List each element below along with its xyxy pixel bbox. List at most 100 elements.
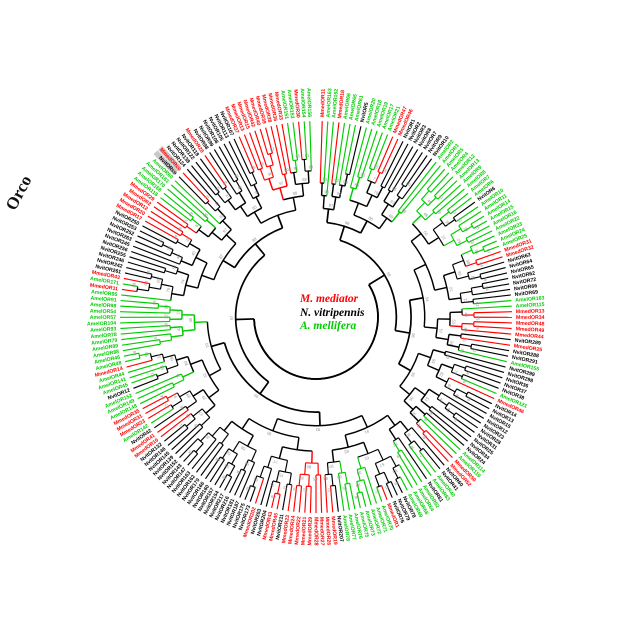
leaf-label: MmedOR11 [90, 283, 119, 293]
support-value: 33 [356, 470, 362, 476]
support-value: 63 [143, 280, 149, 286]
leaf-label: MmedOR22 [294, 516, 302, 545]
support-value: 78 [452, 369, 459, 376]
leaf-label: AmelOR61 [354, 95, 365, 122]
leaf-label: MmedOR34 [516, 315, 545, 321]
support-value: 72 [463, 298, 469, 304]
support-value: 45 [475, 316, 480, 321]
leaf-label: NvitOR261 [95, 264, 122, 276]
support-value: 53 [451, 320, 456, 325]
support-value: 43 [190, 250, 197, 257]
support-value: 61 [363, 455, 370, 462]
support-value: 97 [328, 464, 334, 470]
support-value: 38 [475, 325, 480, 330]
support-value: 33 [451, 209, 458, 216]
support-value: 96 [267, 171, 274, 177]
leaf-label: AmelOR91 [90, 296, 117, 304]
support-value: 34 [153, 336, 159, 342]
support-value: 22 [163, 313, 168, 318]
leaf-label: AmelOR152 [331, 88, 340, 118]
support-value: 98 [178, 404, 185, 411]
support-value: 71 [269, 482, 275, 488]
leaf-label: AmelOR98 [90, 302, 117, 309]
leaf-label: AmelOR115 [516, 302, 545, 310]
leaf-label: AmelOR153 [286, 89, 295, 119]
support-value: 97 [279, 180, 285, 186]
support-value: 58 [401, 207, 408, 214]
leaf-label: MmedOR19 [330, 516, 338, 545]
leaf-label: AmelOR66 [343, 93, 353, 120]
support-value: 73 [381, 167, 388, 174]
support-value: 83 [309, 164, 315, 169]
leaf-label: MmedOR48 [516, 321, 545, 328]
leaf-label: MmedOR49 [515, 326, 544, 334]
support-value: 96 [324, 189, 330, 194]
support-value: 37 [253, 189, 260, 196]
support-value: 79 [292, 487, 298, 492]
leaf-label: NvitOR66 [514, 283, 538, 292]
species-legend: M. mediator N. vitripennis A. mellifera [300, 293, 365, 334]
support-value: 24 [415, 423, 422, 430]
leaf-label: MmedOR25 [513, 343, 542, 353]
support-value: 61 [475, 302, 480, 308]
leaf-label: AmelOR48 [95, 360, 122, 372]
support-value: 97 [229, 315, 234, 320]
support-value: 25 [474, 224, 481, 231]
support-value: 81 [408, 445, 415, 452]
support-value: 70 [165, 287, 171, 293]
support-value: 57 [378, 462, 385, 469]
leaf-label: NvitOR72 [513, 277, 537, 287]
leaf-label: NvitOR69 [514, 289, 538, 298]
leaf-label: AmelOR57 [90, 315, 116, 321]
support-value: 83 [354, 182, 360, 188]
leaf-label: AmelOR171 [90, 276, 120, 287]
support-value: 89 [251, 236, 258, 243]
support-value: 93 [152, 299, 157, 305]
support-value: 74 [180, 278, 186, 284]
leaf-label: NvitOR288 [512, 349, 539, 359]
support-value: 45 [236, 184, 243, 191]
support-value: 51 [171, 264, 177, 271]
orco-label-text: Orco [1, 172, 36, 214]
support-value: 94 [322, 476, 328, 481]
support-value: 54 [235, 469, 242, 476]
support-value: 81 [302, 488, 307, 493]
leaf-label: NvitOR65 [510, 264, 534, 275]
support-value: 95 [252, 392, 259, 399]
leaf-label: MmedOR24 [288, 515, 297, 544]
support-value: 85 [404, 432, 411, 439]
support-value: 99 [421, 434, 428, 441]
support-value: 51 [423, 396, 430, 403]
support-value: 57 [156, 352, 162, 358]
support-value: 77 [372, 176, 379, 183]
support-value: 59 [131, 282, 137, 288]
support-value: 83 [298, 476, 304, 481]
orco-clade-annotation: Orco [2, 165, 36, 223]
support-value: 60 [405, 181, 412, 188]
support-value: 99 [409, 371, 416, 378]
support-value: 74 [465, 369, 471, 376]
support-value: 99 [385, 271, 392, 278]
leaf-label: MmedOR11 [320, 89, 327, 118]
support-value: 29 [456, 238, 463, 245]
support-value: 87 [163, 402, 170, 409]
support-value: 81 [361, 171, 368, 177]
leaf-label: AmelOR54 [90, 309, 116, 316]
leaf-label: MmedOR23 [281, 515, 291, 544]
support-value: 53 [143, 351, 149, 357]
support-value: 99 [163, 304, 168, 310]
leaf-label: MmedOR30 [292, 89, 301, 118]
support-value: 54 [424, 297, 430, 303]
support-value: 90 [266, 430, 273, 437]
leaf-label: AmelOR154 [299, 88, 307, 118]
leaf-label: AmelOR78 [90, 332, 117, 340]
support-value: 37 [374, 488, 381, 495]
support-value: 99 [457, 270, 463, 277]
support-value: 95 [341, 485, 347, 491]
support-value: 86 [306, 464, 311, 469]
support-value: 81 [305, 153, 311, 158]
support-value: 39 [436, 208, 443, 215]
orco-highlight [158, 145, 182, 172]
support-value: 23 [184, 412, 191, 419]
